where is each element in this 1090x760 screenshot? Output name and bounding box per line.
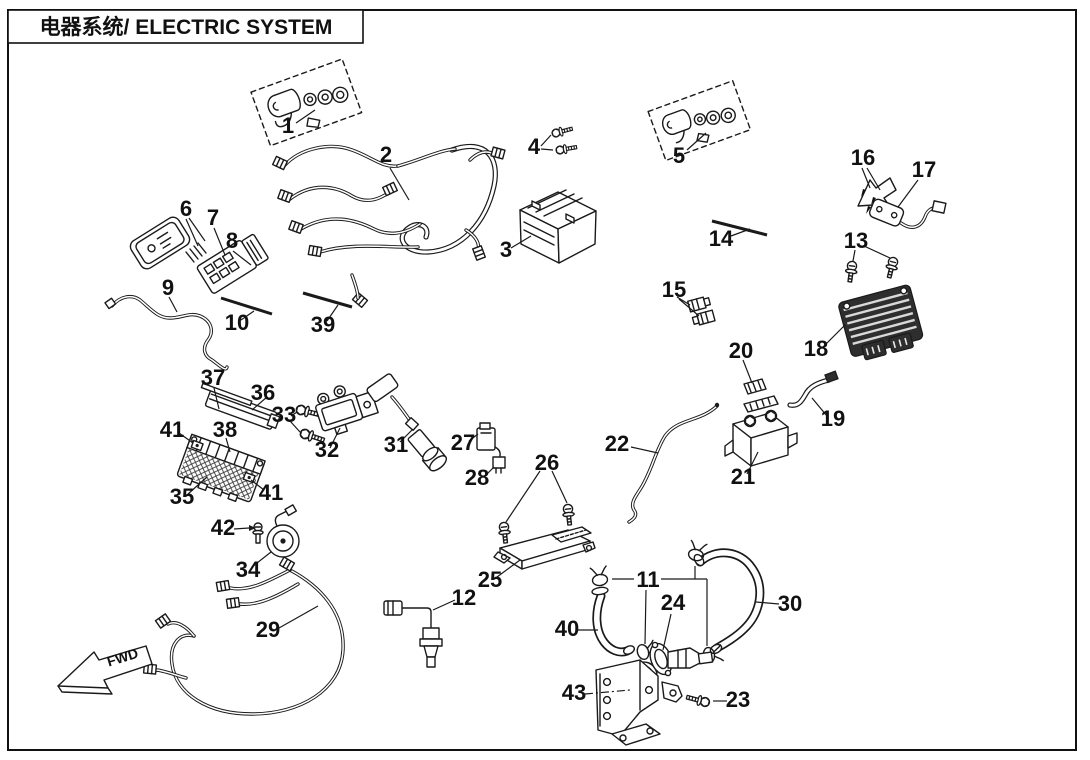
part-label-11: 11 (636, 567, 659, 592)
part-36-fusebox-cover (204, 388, 281, 430)
page-title: 电器系统/ ELECTRIC SYSTEM (40, 15, 333, 39)
part-33-bolts (289, 403, 327, 446)
part-12-sensor (383, 599, 456, 668)
part-40-hose (578, 586, 636, 657)
part-42-screw (233, 522, 264, 544)
part-label-25: 25 (478, 567, 502, 592)
part-label-19: 19 (821, 406, 845, 431)
title-box (7, 9, 364, 44)
part-41-clips (178, 432, 265, 491)
part-11-clamps (589, 539, 724, 665)
part-10-rod (220, 296, 273, 321)
part-label-13: 13 (844, 228, 868, 253)
part-13-screws (843, 245, 901, 284)
part-1-switch-kit (250, 58, 363, 147)
part-label-7: 7 (207, 205, 219, 230)
part-43-bracket (584, 659, 661, 746)
part-9-cable (104, 294, 229, 371)
part-28-clip (483, 456, 506, 478)
part-29-harness (142, 556, 345, 716)
part-label-27: 27 (451, 430, 475, 455)
part-17-sensor (868, 179, 947, 229)
part-label-17: 17 (912, 157, 936, 182)
part-label-32: 32 (315, 437, 339, 462)
part-label-41a: 41 (160, 417, 184, 442)
part-label-36: 36 (251, 380, 275, 405)
part-labels: 1 2 3 4 5 6 7 8 9 10 39 37 36 38 41 41 3… (160, 113, 936, 712)
part-22-cable (627, 402, 720, 524)
part-37-seal (200, 382, 253, 410)
part-18-regulator (822, 284, 924, 361)
part-2-main-harness (271, 143, 506, 309)
part-label-30: 30 (778, 591, 802, 616)
part-label-41b: 41 (259, 480, 283, 505)
part-14-rod (711, 219, 768, 237)
part-label-29: 29 (256, 617, 280, 642)
part-label-26: 26 (535, 450, 559, 475)
part-label-18: 18 (804, 336, 828, 361)
part-label-35: 35 (170, 484, 194, 509)
part-27-relay (468, 422, 501, 457)
part-label-34: 34 (236, 557, 261, 582)
part-label-5: 5 (673, 143, 685, 168)
part-label-39: 39 (311, 312, 335, 337)
part-34-horn (251, 504, 300, 568)
part-label-42: 42 (211, 515, 235, 540)
part-21-starter-relay (724, 395, 798, 475)
part-label-38: 38 (213, 417, 237, 442)
part-label-40: 40 (555, 616, 579, 641)
part-label-9: 9 (162, 275, 174, 300)
part-label-4: 4 (528, 134, 541, 159)
part-label-28: 28 (465, 465, 489, 490)
part-label-23: 23 (726, 687, 750, 712)
part-label-22: 22 (605, 431, 629, 456)
part-5-switch-kit (647, 80, 752, 162)
part-label-21: 21 (731, 464, 755, 489)
part-label-2: 2 (380, 142, 392, 167)
part-20-pad (742, 359, 767, 395)
part-label-12: 12 (452, 585, 476, 610)
part-3-battery (510, 189, 597, 264)
part-label-33: 33 (272, 402, 296, 427)
part-label-20: 20 (729, 338, 753, 363)
part-label-15: 15 (662, 277, 686, 302)
part-label-3: 3 (500, 237, 512, 262)
part-label-37: 37 (201, 365, 225, 390)
part-label-24: 24 (661, 590, 686, 615)
part-label-14: 14 (709, 226, 734, 251)
part-label-43: 43 (562, 680, 586, 705)
fwd-direction-arrow: FWD (57, 645, 153, 695)
part-4-bolts (540, 123, 578, 156)
part-label-10: 10 (225, 310, 249, 335)
part-26-bolts (497, 470, 576, 545)
part-label-31: 31 (384, 432, 408, 457)
part-label-8: 8 (226, 228, 238, 253)
part-label-1: 1 (282, 113, 294, 138)
part-15-connectors (676, 296, 716, 326)
part-25-ecu (493, 526, 596, 578)
part-label-6: 6 (180, 196, 192, 221)
page-border (7, 9, 1077, 751)
part-6-7-8-switch-assy (129, 216, 269, 294)
part-31-spark-plug-cap (366, 373, 448, 472)
part-19-pipe (787, 370, 839, 417)
part-label-16: 16 (851, 145, 875, 170)
part-35-fuse-box (176, 433, 266, 503)
part-23-bolt (684, 691, 727, 709)
part-39-rod (302, 291, 353, 322)
